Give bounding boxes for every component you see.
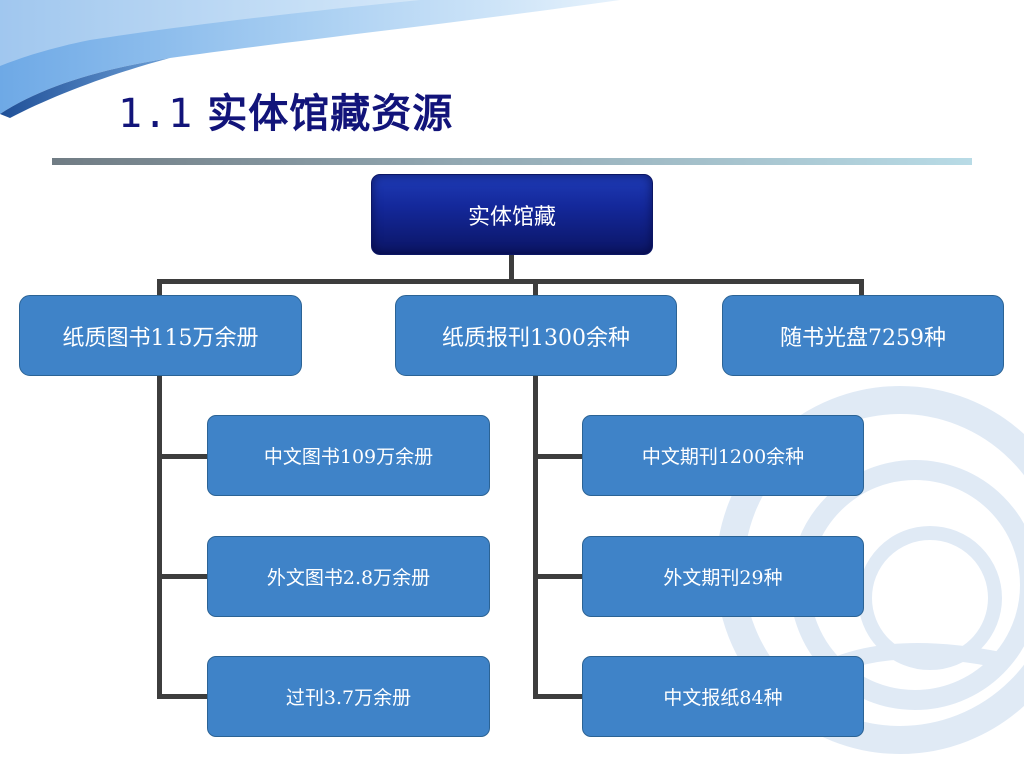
node-leaf-2-2: 外文期刊29种 xyxy=(582,536,864,617)
connector-branch-2-spine xyxy=(533,375,538,699)
connector-leaf-1-1 xyxy=(157,454,208,459)
node-leaf-1-1: 中文图书109万余册 xyxy=(207,415,490,496)
connector-branch-bar xyxy=(157,279,864,284)
node-root: 实体馆藏 xyxy=(371,174,653,255)
node-branch-1: 纸质图书115万余册 xyxy=(19,295,302,376)
node-branch-2: 纸质报刊1300余种 xyxy=(395,295,677,376)
node-leaf-2-1: 中文期刊1200余种 xyxy=(582,415,864,496)
connector-branch-3-drop xyxy=(859,279,864,296)
title-number: 1.1 xyxy=(118,91,194,137)
connector-leaf-2-1 xyxy=(533,454,583,459)
top-swoosh xyxy=(0,0,620,118)
connector-leaf-2-3 xyxy=(533,694,583,699)
connector-branch-1-spine xyxy=(157,375,162,699)
title-text: 实体馆藏资源 xyxy=(207,91,454,137)
node-leaf-1-3: 过刊3.7万余册 xyxy=(207,656,490,737)
connector-leaf-2-2 xyxy=(533,574,583,579)
connector-branch-1-drop xyxy=(157,279,162,296)
connector-leaf-1-2 xyxy=(157,574,208,579)
connector-root-stem xyxy=(509,254,514,281)
connector-leaf-1-3 xyxy=(157,694,208,699)
node-leaf-1-2: 外文图书2.8万余册 xyxy=(207,536,490,617)
node-leaf-2-3: 中文报纸84种 xyxy=(582,656,864,737)
title-divider xyxy=(52,158,972,165)
connector-branch-2-drop xyxy=(533,279,538,296)
node-branch-3: 随书光盘7259种 xyxy=(722,295,1004,376)
page-title: 1.1 实体馆藏资源 xyxy=(118,86,453,142)
